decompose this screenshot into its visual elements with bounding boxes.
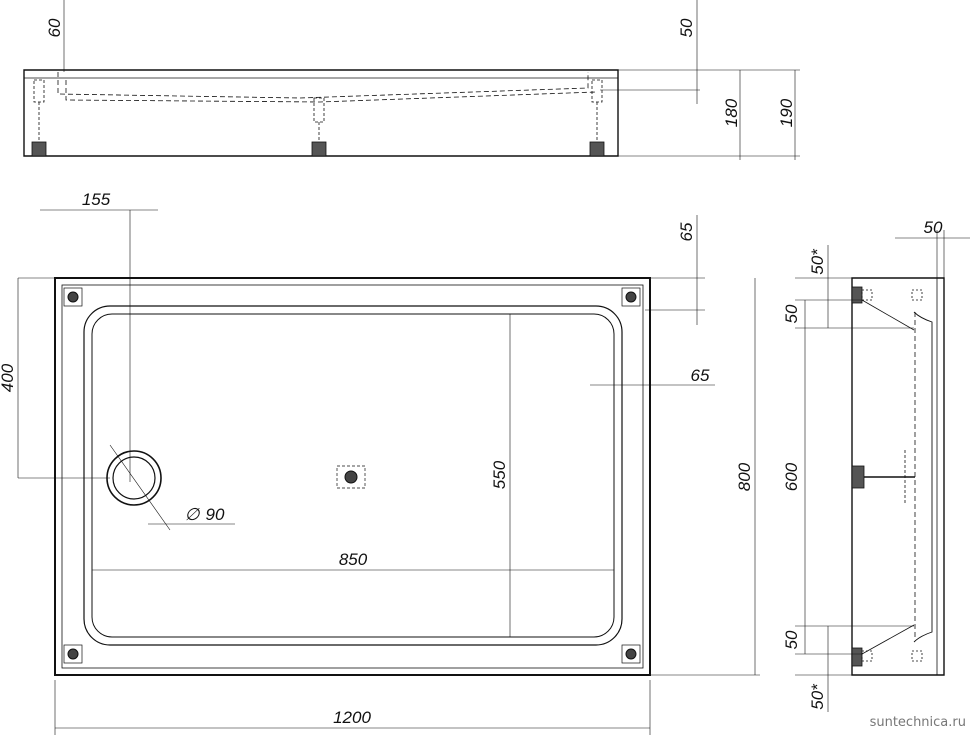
center-leg <box>336 465 366 489</box>
dim-drain-diameter: 90 <box>206 505 225 524</box>
side-leg-mid <box>851 450 915 505</box>
dim-side-top-width: 50 <box>924 218 943 237</box>
leg-left <box>31 79 47 157</box>
side-view <box>795 230 970 712</box>
side-leg-top <box>851 286 923 304</box>
drain-outer <box>106 450 162 506</box>
side-basin <box>913 311 933 643</box>
dim-total-width: 1200 <box>333 708 371 727</box>
dim-wall-overhang: 60 <box>45 18 64 37</box>
dim-side-bottom-rim: 50 <box>782 630 801 649</box>
dim-rim-50: 50 <box>677 18 696 37</box>
dim-side-top-rim: 50 <box>782 304 801 323</box>
tray-outer-rim <box>54 277 651 676</box>
dim-drain-prefix: ∅ <box>185 505 201 524</box>
dim-rim-top: 65 <box>677 222 696 241</box>
dim-total-depth: 800 <box>735 462 754 491</box>
hidden-inner-line <box>57 72 589 99</box>
drain-inner <box>112 456 156 500</box>
dim-rim-right: 65 <box>691 366 710 385</box>
corner-leg-br <box>621 644 641 664</box>
dim-side-mid-span: 600 <box>782 462 801 491</box>
dim-side-top-star: 50* <box>808 248 827 275</box>
side-leg-bottom <box>851 647 923 667</box>
hidden-inner-line-2 <box>65 80 597 103</box>
side-outline <box>851 277 945 676</box>
tray-basin-outer <box>83 305 623 646</box>
corner-leg-tl <box>63 287 83 307</box>
dim-depth-190: 190 <box>777 98 796 127</box>
dim-depth-180: 180 <box>722 98 741 127</box>
dim-drain-from-edge: 400 <box>0 363 17 392</box>
dim-drain-offset: 155 <box>82 190 111 209</box>
dim-inner-depth: 550 <box>490 460 509 489</box>
corner-leg-bl <box>63 644 83 664</box>
watermark: suntechnica.ru <box>870 715 966 730</box>
tray-basin-inner <box>91 313 615 638</box>
leg-center <box>311 97 327 157</box>
corner-leg-tr <box>621 287 641 307</box>
leg-right <box>589 79 605 157</box>
plan-view <box>17 209 760 735</box>
front-elevation-view <box>23 0 800 160</box>
dim-side-bottom-star: 50* <box>808 683 827 710</box>
tray-rim-inner <box>61 284 644 669</box>
dim-inner-width: 850 <box>339 550 368 569</box>
